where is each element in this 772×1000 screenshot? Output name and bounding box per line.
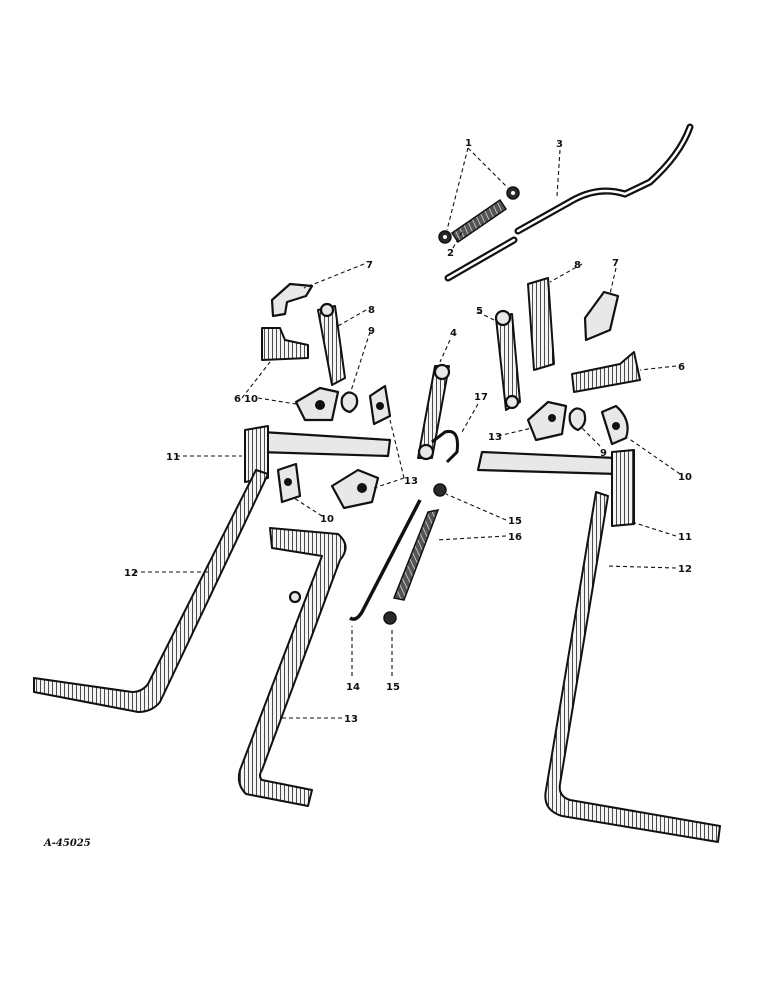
callout-10-lower: 10 [320, 514, 334, 525]
bracket-part-10-right [600, 404, 629, 446]
callout-3: 3 [556, 139, 563, 150]
bracket-part-13-upper [368, 384, 392, 426]
callout-7-right: 7 [612, 258, 619, 269]
bracket-part-10-left [294, 386, 340, 422]
bracket-part-7-left [270, 282, 314, 318]
callout-8-left: 8 [368, 305, 375, 316]
figure-reference: A-45025 [43, 838, 91, 849]
pedal-part-12-right [544, 491, 721, 843]
spring-part-16 [392, 508, 440, 601]
callout-11-right: 11 [678, 532, 692, 543]
pedal-part-12-left [33, 469, 269, 713]
callout-10-left: 10 [244, 394, 258, 405]
arm-part-5-right [494, 309, 521, 411]
callout-12-left: 12 [124, 568, 138, 579]
rod-part-3 [444, 123, 694, 282]
callout-10-right: 10 [678, 472, 692, 483]
callout-7-left: 7 [366, 260, 373, 271]
spring-part-2 [450, 198, 508, 244]
plate-part-6-right [527, 277, 555, 371]
callout-13-center: 13 [404, 476, 418, 487]
nut-part-1b [506, 186, 520, 200]
shaft-part-11-right [476, 449, 635, 527]
callout-14: 14 [346, 682, 360, 693]
bracket-part-10-lower [276, 462, 302, 504]
callout-5: 5 [476, 306, 483, 317]
pedal-part-13 [237, 527, 347, 807]
plate-part-6-left [261, 327, 309, 361]
nut-part-1a [438, 230, 452, 244]
callout-17: 17 [474, 392, 488, 403]
u-bolt-part-17 [431, 429, 459, 464]
callout-16: 16 [508, 532, 522, 543]
callout-6-left: 6 [234, 394, 241, 405]
callout-13-pedal: 13 [344, 714, 358, 725]
shaft-part-11-left [244, 425, 392, 483]
plate-part-8-right [571, 351, 641, 393]
callout-4: 4 [450, 328, 457, 339]
callout-11-left: 11 [166, 452, 180, 463]
callout-12-right: 12 [678, 564, 692, 575]
leader-lines [134, 147, 681, 719]
callout-6-right: 6 [678, 362, 685, 373]
callout-9-left: 9 [368, 326, 375, 337]
callout-9-right: 9 [600, 448, 607, 459]
callout-8-right: 8 [574, 260, 581, 271]
clip-part-9-left [340, 391, 359, 414]
rod-part-14 [349, 499, 422, 621]
callout-2: 2 [447, 248, 454, 259]
arm-part-5-left [317, 302, 346, 386]
bracket-part-13-right [526, 400, 568, 442]
callout-1: 1 [465, 138, 472, 149]
nut-part-15-lower [383, 611, 397, 625]
callout-15-lower: 15 [386, 682, 400, 693]
callout-labels: 1 2 3 4 5 6 6 7 7 8 8 9 9 10 10 10 11 11… [124, 138, 692, 725]
bracket-part-7-right [583, 290, 620, 342]
bracket-part-13-lower [330, 468, 380, 510]
nut-part-15-upper [433, 483, 447, 497]
callout-15-upper: 15 [508, 516, 522, 527]
link-part-4 [417, 363, 451, 461]
callout-13-right: 13 [488, 432, 502, 443]
clip-part-9-right [568, 407, 587, 432]
